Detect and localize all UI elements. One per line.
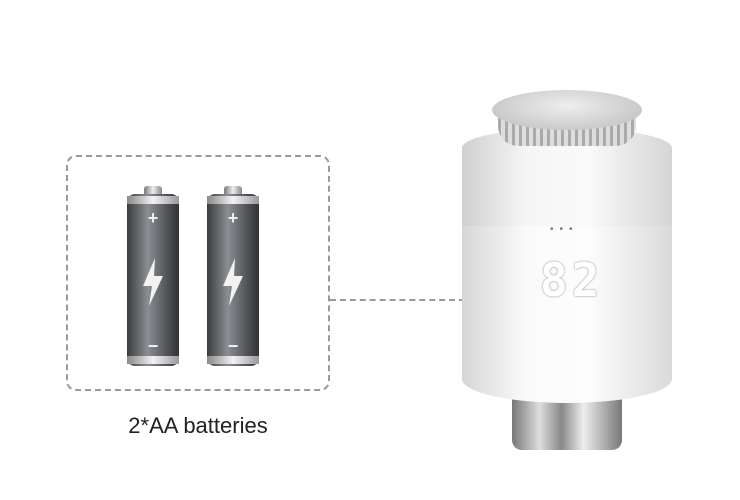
top-cap xyxy=(492,90,642,130)
indicator-dots: ••• xyxy=(550,224,579,235)
batteries-caption: 2*AA batteries xyxy=(128,413,268,438)
thermostat-body xyxy=(462,222,672,403)
temperature-display: 82 xyxy=(540,253,604,307)
aa-battery: + − xyxy=(127,186,179,376)
valve-nut xyxy=(512,395,622,450)
lightning-icon xyxy=(143,258,163,306)
battery-callout-frame xyxy=(66,155,330,391)
callout-connector-line xyxy=(330,299,465,301)
lightning-icon xyxy=(223,258,243,306)
radiator-thermostat: ••• 82 xyxy=(462,90,672,450)
aa-battery: + − xyxy=(207,186,259,376)
